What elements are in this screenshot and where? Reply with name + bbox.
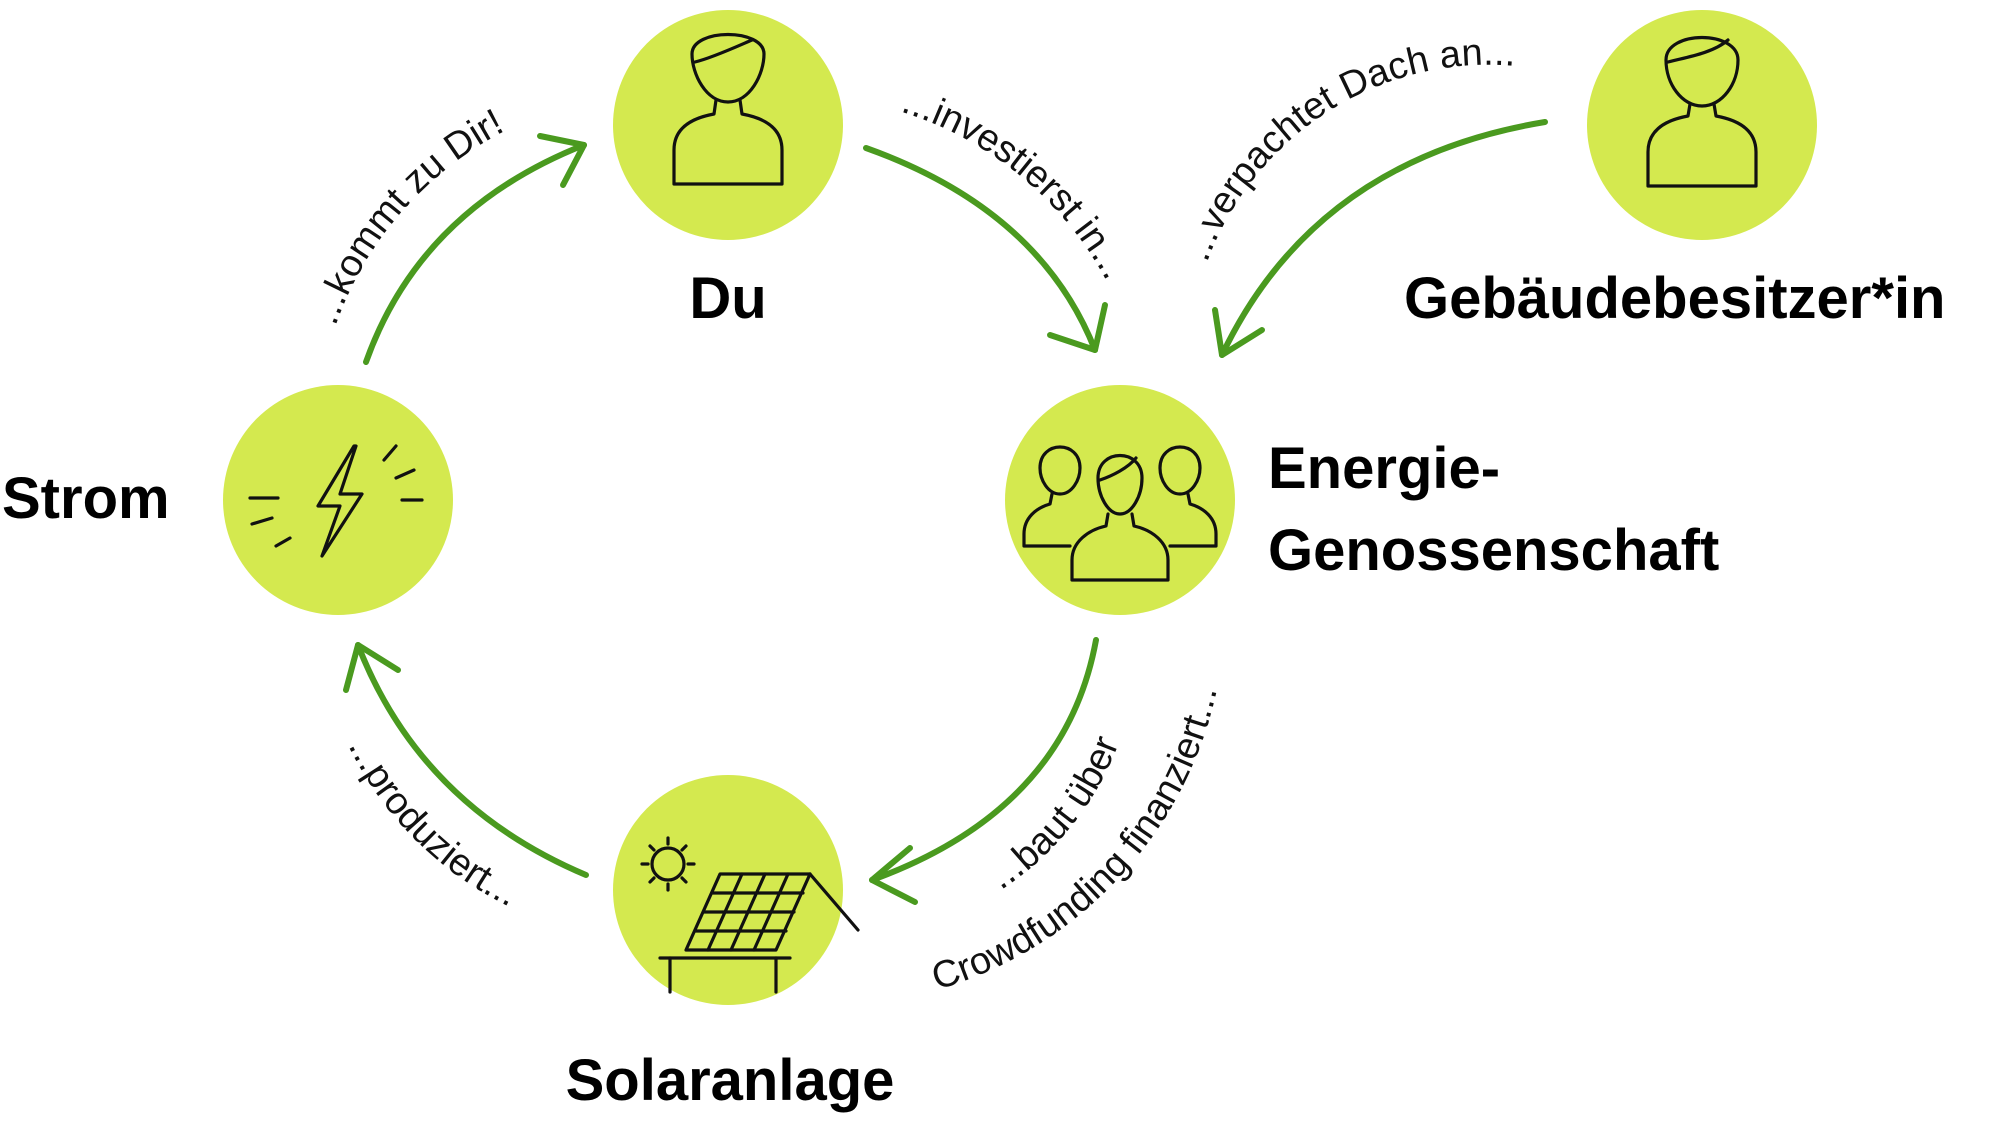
- caption-lease: ...verpachtet Dach an...: [1176, 32, 1517, 266]
- owner-circle: [1587, 10, 1817, 240]
- caption-comes-text: ...kommt zu Dir!: [304, 101, 510, 329]
- solar-label: Solaranlage: [566, 1048, 895, 1113]
- group-icon: [1022, 445, 1218, 582]
- du-label: Du: [689, 266, 766, 331]
- caption-lease-text: ...verpachtet Dach an...: [1176, 32, 1517, 266]
- solar-circle: [613, 775, 843, 1005]
- node-owner: [1587, 10, 1817, 240]
- du-circle: [613, 10, 843, 240]
- caption-invest: ...investierst in...: [897, 80, 1136, 286]
- strom-label: Strom: [2, 466, 170, 531]
- person-icon: [1646, 35, 1758, 188]
- caption-comes: ...kommt zu Dir!: [304, 101, 510, 329]
- strom-circle: [223, 385, 453, 615]
- lightning-icon: [248, 444, 424, 558]
- node-coop: [1005, 385, 1235, 615]
- node-solar: [613, 775, 860, 1005]
- caption-invest-text: ...investierst in...: [897, 80, 1136, 286]
- caption-build-line2-text: Crowdfunding finanziert...: [927, 682, 1226, 998]
- coop-label-line1: Energie-: [1268, 436, 1500, 501]
- arrow-strom-to-du: [363, 133, 587, 365]
- person-icon: [672, 32, 784, 186]
- arrow-coop-to-solar: [869, 637, 1099, 905]
- caption-build-line2: Crowdfunding finanziert...: [927, 682, 1226, 998]
- owner-label: Gebäudebesitzer*in: [1404, 266, 1945, 331]
- node-du: [613, 10, 843, 240]
- coop-label-line2: Genossenschaft: [1268, 518, 1719, 583]
- node-strom: [223, 385, 453, 615]
- arrow-du-to-coop: [863, 145, 1108, 353]
- arrow-owner-to-coop: [1212, 119, 1548, 358]
- coop-circle: [1005, 385, 1235, 615]
- arrow-solar-to-strom: [343, 642, 589, 878]
- solar-panel-icon: [640, 836, 860, 994]
